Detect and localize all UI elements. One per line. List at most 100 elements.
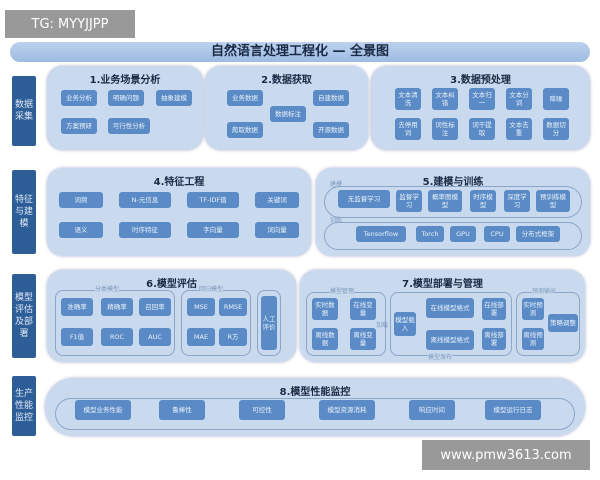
section-feature-engineering: 4.特征工程 词频 N-元信息 TF-IDF值关键词语义时序特征字向量词向量 bbox=[47, 168, 311, 256]
box: 数据切分 bbox=[543, 118, 569, 140]
box: 离线数据 bbox=[312, 328, 338, 350]
box: 明确问题 bbox=[108, 90, 144, 106]
box: 离线变量 bbox=[350, 328, 376, 350]
group-label: 预测输出 bbox=[532, 286, 557, 295]
box: 在线部署 bbox=[482, 298, 506, 320]
group-label: 训练 bbox=[330, 217, 343, 224]
watermark-top: TG: MYYJJPP bbox=[5, 10, 135, 38]
box: 文本归一 bbox=[469, 88, 495, 110]
section-title: 3.数据预处理 bbox=[450, 75, 511, 86]
box: 时序模型 bbox=[470, 190, 496, 212]
box: 无监督学习 bbox=[338, 190, 390, 208]
section-title: 2.数据获取 bbox=[261, 75, 312, 86]
box: MSE bbox=[187, 298, 215, 316]
box: 降噪 bbox=[543, 88, 569, 110]
box: 在线模型格式 bbox=[426, 298, 474, 318]
box: 业务数据 bbox=[227, 90, 263, 106]
box: CPU bbox=[484, 226, 510, 242]
box: Torch bbox=[416, 226, 444, 242]
side-label-eval-deploy: 模型评估及部署 bbox=[12, 274, 36, 358]
diagram-title: 自然语言处理工程化 — 全景图 bbox=[10, 42, 590, 62]
box: 词向量 bbox=[255, 222, 299, 238]
section-title: 7.模型部署与管理 bbox=[402, 279, 483, 290]
box: 模型载入 bbox=[394, 312, 416, 336]
group-label: 建模 bbox=[330, 181, 343, 188]
box: GPU bbox=[450, 226, 476, 242]
box: 人工评价 bbox=[261, 296, 277, 350]
box: 开源数据 bbox=[313, 122, 349, 138]
box: 预训练模型 bbox=[536, 190, 570, 212]
box: 文本分词 bbox=[506, 88, 532, 110]
section-title: 1.业务场景分析 bbox=[89, 75, 161, 86]
section-preprocessing: 3.数据预处理 文本清洗文本纠错文本归一文本分词降噪去停用词词性标注词干提取文本… bbox=[371, 66, 590, 150]
section-performance-monitoring: 8.模型性能监控 模型业务性能 鲁棒性 可控性 模型资源消耗 响应时间 模型运行日志 bbox=[45, 378, 585, 436]
box: 模型运行日志 bbox=[485, 400, 541, 420]
box: 实时预测 bbox=[522, 298, 544, 320]
box: 抽象建模 bbox=[156, 90, 192, 106]
box: N-元信息 bbox=[119, 192, 171, 208]
box: 离线预测 bbox=[522, 328, 544, 350]
box: 深度学习 bbox=[504, 190, 530, 212]
section-deployment-management: 7.模型部署与管理 模型管理 加载 模型发布 预测输出 实时数据在线变量离线数据… bbox=[300, 270, 585, 362]
box: RMSE bbox=[219, 298, 247, 316]
watermark-bottom: www.pmw3613.com bbox=[422, 440, 590, 470]
group-monitoring bbox=[55, 398, 575, 430]
box: 实时数据 bbox=[312, 298, 338, 320]
box: 可控性 bbox=[239, 400, 285, 420]
box: R方 bbox=[219, 328, 247, 346]
group-manual bbox=[257, 290, 281, 356]
box: 文本清洗 bbox=[395, 88, 421, 110]
box: 词干提取 bbox=[469, 118, 495, 140]
box: 召回率 bbox=[139, 298, 171, 316]
group-modeling bbox=[324, 186, 582, 218]
section-business-analysis: 1.业务场景分析 业务分析 明确问题 抽象建模 方案预研 可行性分析 bbox=[47, 66, 203, 150]
box: 去停用词 bbox=[395, 118, 421, 140]
box: 爬取数据 bbox=[227, 122, 263, 138]
box: 监督学习 bbox=[396, 190, 422, 212]
group-label: 模型发布 bbox=[428, 352, 453, 361]
box: 概率图模型 bbox=[428, 190, 462, 212]
box: 准确率 bbox=[61, 298, 93, 316]
box: MAE bbox=[187, 328, 215, 346]
box: 业务分析 bbox=[61, 90, 97, 106]
box: 方案预研 bbox=[61, 118, 97, 134]
side-label-monitoring: 生产性能监控 bbox=[12, 376, 36, 436]
box: 词性标注 bbox=[432, 118, 458, 140]
box: 模型资源消耗 bbox=[319, 400, 375, 420]
section-title: 4.特征工程 bbox=[153, 177, 205, 188]
box: Tensorflow bbox=[356, 226, 406, 242]
section-title: 6.模型评估 bbox=[146, 279, 197, 290]
side-label-data-collection: 数据采集 bbox=[12, 76, 36, 146]
section-modeling-training: 5.建模与训练 建模 训练 无监督学习监督学习概率图模型时序模型深度学习预训练模… bbox=[316, 168, 590, 256]
side-label-feature-modeling: 特征与建模 bbox=[12, 170, 36, 254]
box: 模型业务性能 bbox=[75, 400, 131, 420]
group-training bbox=[324, 222, 582, 250]
group-label: 分类模型 bbox=[95, 284, 120, 293]
box: 精确率 bbox=[101, 298, 133, 316]
box: 可行性分析 bbox=[108, 118, 150, 134]
section-title: 5.建模与训练 bbox=[422, 177, 484, 188]
box: 自建数据 bbox=[313, 90, 349, 106]
box: 时序特征 bbox=[119, 222, 171, 238]
box: 响应时间 bbox=[409, 400, 455, 420]
box: ROC bbox=[101, 328, 133, 346]
box: 离线部署 bbox=[482, 328, 506, 350]
box: 鲁棒性 bbox=[159, 400, 205, 420]
box: 关键词 bbox=[255, 192, 299, 208]
box: 离线模型格式 bbox=[426, 330, 474, 350]
group-label: 回归模型 bbox=[199, 284, 224, 293]
box: 在线变量 bbox=[350, 298, 376, 320]
box: 字向量 bbox=[187, 222, 239, 238]
box: TF-IDF值 bbox=[187, 192, 239, 208]
box: AUC bbox=[139, 328, 171, 346]
section-title: 8.模型性能监控 bbox=[279, 387, 351, 398]
box: F1值 bbox=[61, 328, 93, 346]
box: 文本去重 bbox=[506, 118, 532, 140]
group-label: 加载 bbox=[376, 322, 389, 329]
section-data-acquisition: 2.数据获取 业务数据 数据标注 自建数据 爬取数据 开源数据 bbox=[205, 66, 368, 150]
box: 词频 bbox=[59, 192, 103, 208]
box: 语义 bbox=[59, 222, 103, 238]
group-label: 模型管理 bbox=[330, 286, 355, 295]
box: 策略调整 bbox=[548, 314, 578, 332]
